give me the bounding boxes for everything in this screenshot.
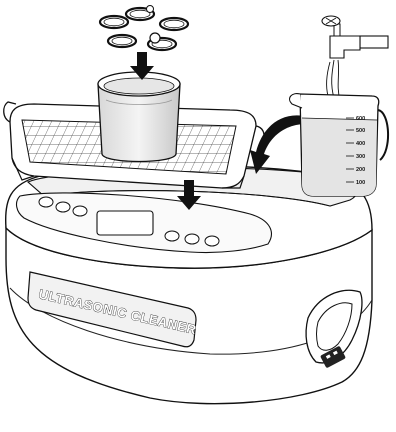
arrow-down-into-tank-icon [177,180,201,210]
panel-button-6[interactable] [204,235,220,247]
arrow-down-into-cup-icon [130,52,154,80]
scale-mark-300: 300 [356,154,365,160]
ring-2 [124,6,156,22]
scale-mark-400: 400 [356,141,365,147]
scale-mark-500: 500 [356,128,365,134]
ring-1 [98,14,130,30]
beaker-scale: 600 500 400 300 200 100 [346,116,365,186]
scale-mark-200: 200 [356,167,365,173]
panel-button-4[interactable] [164,230,180,242]
ring-3 [158,16,190,32]
power-socket[interactable] [320,346,346,369]
jewelry-rings [98,5,190,52]
pour-arrow-icon [250,115,306,174]
scale-mark-100: 100 [356,180,365,186]
cleaner-body: ULTRASONIC CLEANER [4,164,373,405]
display-screen [96,210,154,236]
panel-button-5[interactable] [184,233,200,245]
label-plate [27,271,197,348]
scale-mark-600: 600 [356,116,365,122]
panel-button-3[interactable] [72,205,88,217]
measuring-beaker: 600 500 400 300 200 100 [289,93,390,197]
ring-4 [106,33,138,49]
panel-button-2[interactable] [55,201,71,213]
ring-5 [146,36,178,52]
faucet [321,15,389,101]
panel-button-1[interactable] [38,196,54,208]
metal-cup [97,71,181,163]
